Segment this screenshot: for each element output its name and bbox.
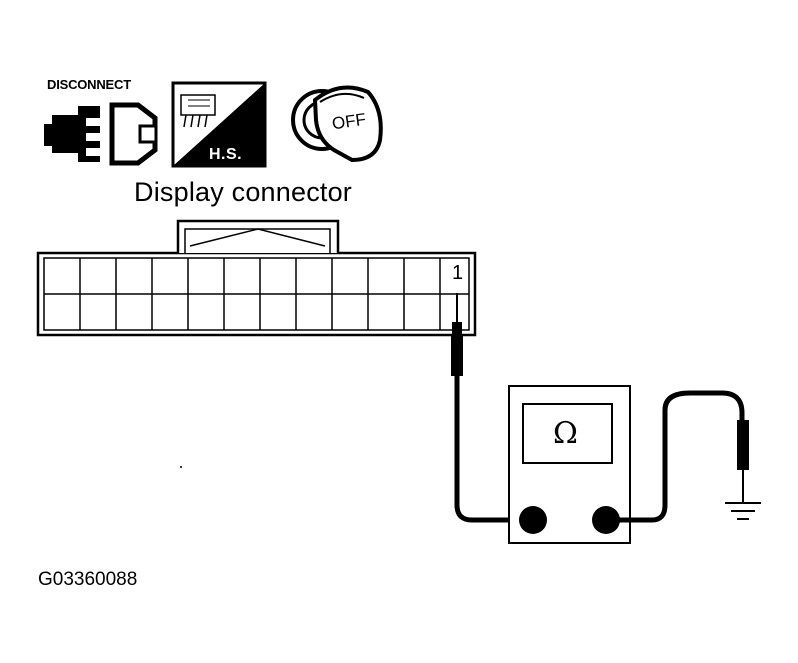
meter-lead-positive	[454, 376, 533, 523]
display-connector	[36, 219, 477, 337]
ground-probe	[737, 420, 749, 503]
ground-icon	[725, 502, 761, 520]
test-probe-pin	[451, 293, 463, 376]
ignition-off-icon	[291, 85, 383, 163]
connector-pin-grid	[44, 258, 469, 330]
disconnect-label: DISCONNECT	[47, 77, 131, 92]
harness-side-label: H.S.	[209, 146, 243, 163]
pin-number-label: 1	[452, 262, 464, 284]
figure-code: G03360088	[38, 569, 138, 590]
disconnect-icon	[44, 102, 158, 166]
harness-side-icon	[171, 81, 267, 168]
ohm-symbol: Ω	[553, 416, 578, 451]
ohmmeter	[508, 385, 631, 544]
connector-title: Display connector	[134, 177, 353, 207]
speck	[180, 466, 182, 468]
meter-terminal-positive	[519, 506, 547, 534]
meter-lead-negative	[606, 390, 745, 523]
